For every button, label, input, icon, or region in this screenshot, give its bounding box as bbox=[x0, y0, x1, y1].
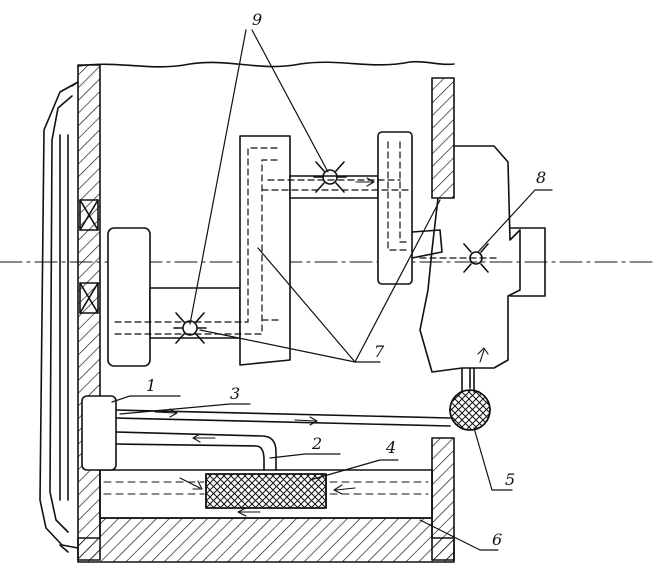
oil-reservoir bbox=[81, 395, 117, 471]
label-2: 2 bbox=[312, 434, 323, 453]
oil-level bbox=[103, 481, 429, 495]
nozzle-upper bbox=[313, 161, 347, 193]
left-bearing-lower bbox=[79, 282, 99, 314]
nozzle-right bbox=[463, 243, 489, 273]
oil-channels bbox=[114, 141, 501, 335]
crankshaft bbox=[107, 131, 443, 367]
leader-lines bbox=[111, 29, 553, 551]
oil-tube-lower bbox=[115, 431, 277, 471]
housing-cover bbox=[39, 81, 79, 553]
flow-arrows bbox=[154, 177, 489, 517]
label-7: 7 bbox=[374, 342, 385, 361]
label-1: 1 bbox=[146, 376, 157, 395]
label-5: 5 bbox=[505, 470, 516, 489]
oil-tube-upper bbox=[115, 409, 451, 427]
label-3: 3 bbox=[230, 384, 241, 403]
label-9: 9 bbox=[252, 10, 263, 29]
pump bbox=[449, 367, 491, 431]
oil-filter bbox=[205, 473, 327, 509]
right-end-casing bbox=[419, 145, 546, 393]
label-8: 8 bbox=[536, 168, 547, 187]
label-4: 4 bbox=[386, 438, 397, 457]
left-bearing-upper bbox=[79, 199, 99, 231]
label-6: 6 bbox=[492, 530, 503, 549]
housing-right-wall bbox=[431, 77, 455, 561]
break-line-top bbox=[77, 60, 455, 68]
